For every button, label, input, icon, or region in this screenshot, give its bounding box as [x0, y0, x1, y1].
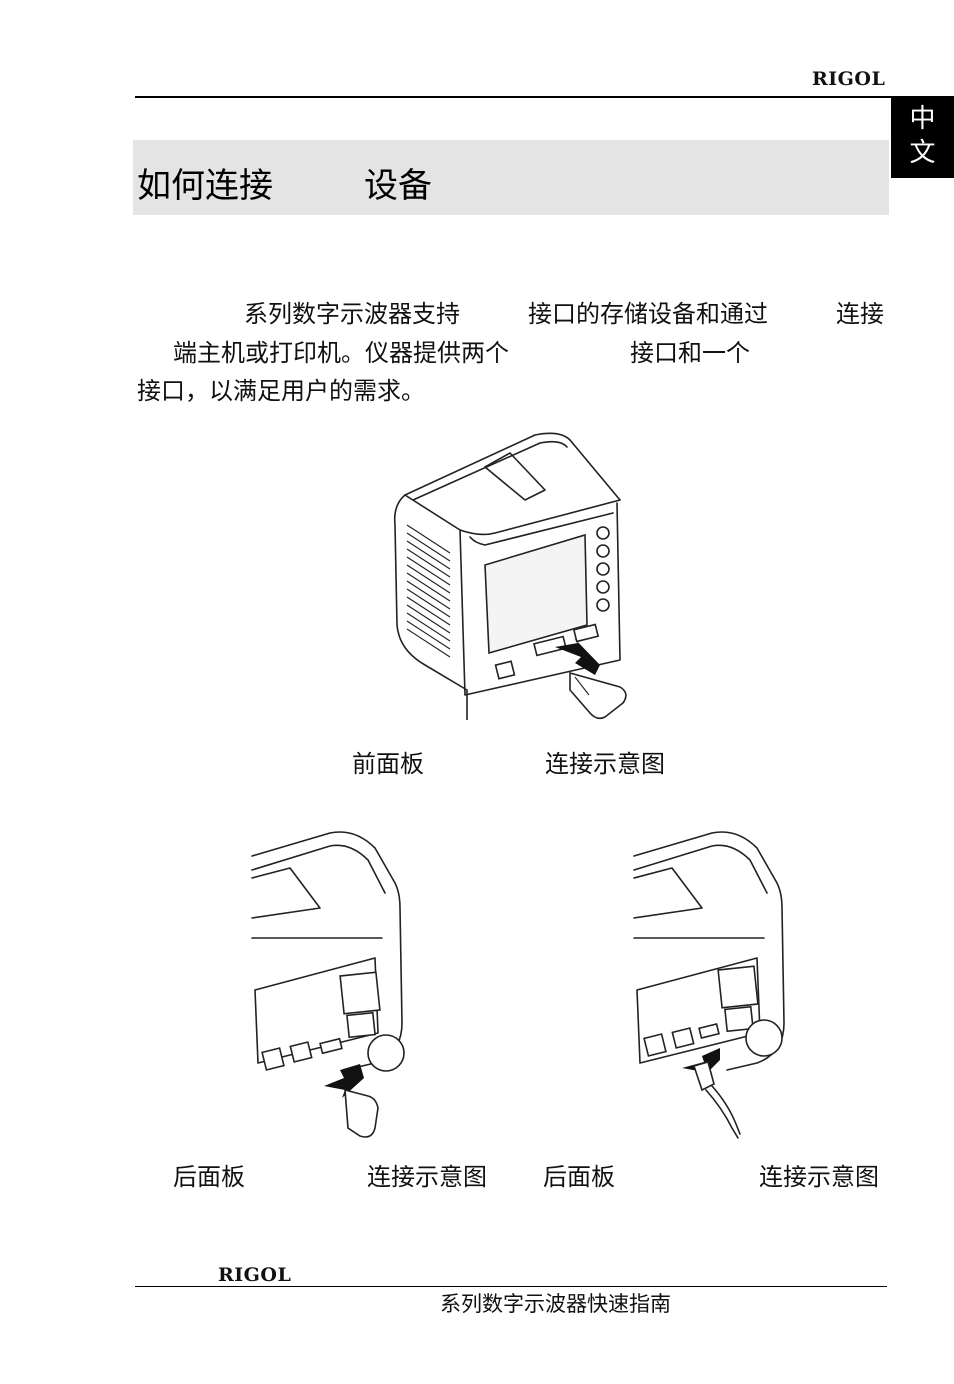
- intro-line2-a: 端主机或打印机。仪器提供两个: [173, 339, 509, 367]
- front-panel-usb-illustration: [393, 432, 627, 720]
- language-tab[interactable]: 中 文: [891, 96, 954, 178]
- intro-line3: 接口，以满足用户的需求。: [137, 377, 425, 405]
- intro-line1-c: 连接: [836, 300, 884, 328]
- intro-line1-b: 接口的存储设备和通过: [528, 300, 768, 328]
- intro-line2-b: 接口和一个: [630, 339, 750, 367]
- rear-device-caption-b: 连接示意图: [759, 1163, 879, 1191]
- header-brand: RIGOL: [812, 68, 886, 90]
- rear-storage-caption-a: 后面板: [173, 1163, 245, 1191]
- section-title-band: [133, 140, 889, 215]
- lang-tab-line2: 文: [909, 138, 936, 168]
- rear-storage-caption-b: 连接示意图: [367, 1163, 487, 1191]
- section-title-part2: 设备: [364, 166, 432, 206]
- rear-device-caption-a: 后面板: [543, 1163, 615, 1191]
- footer-rule: [135, 1286, 887, 1287]
- section-title-part1: 如何连接: [137, 166, 273, 206]
- lang-tab-line1: 中: [909, 104, 936, 134]
- footer-brand: RIGOL: [218, 1264, 292, 1286]
- front-figure-caption-b: 连接示意图: [545, 750, 665, 778]
- rear-panel-usb-storage-illustration: [251, 831, 405, 1138]
- rear-panel-usb-device-illustration: [633, 831, 785, 1139]
- intro-line1-a: 系列数字示波器支持: [244, 300, 460, 328]
- footer-subtitle: 系列数字示波器快速指南: [440, 1292, 671, 1316]
- header-rule: [135, 96, 891, 98]
- front-figure-caption-a: 前面板: [352, 750, 424, 778]
